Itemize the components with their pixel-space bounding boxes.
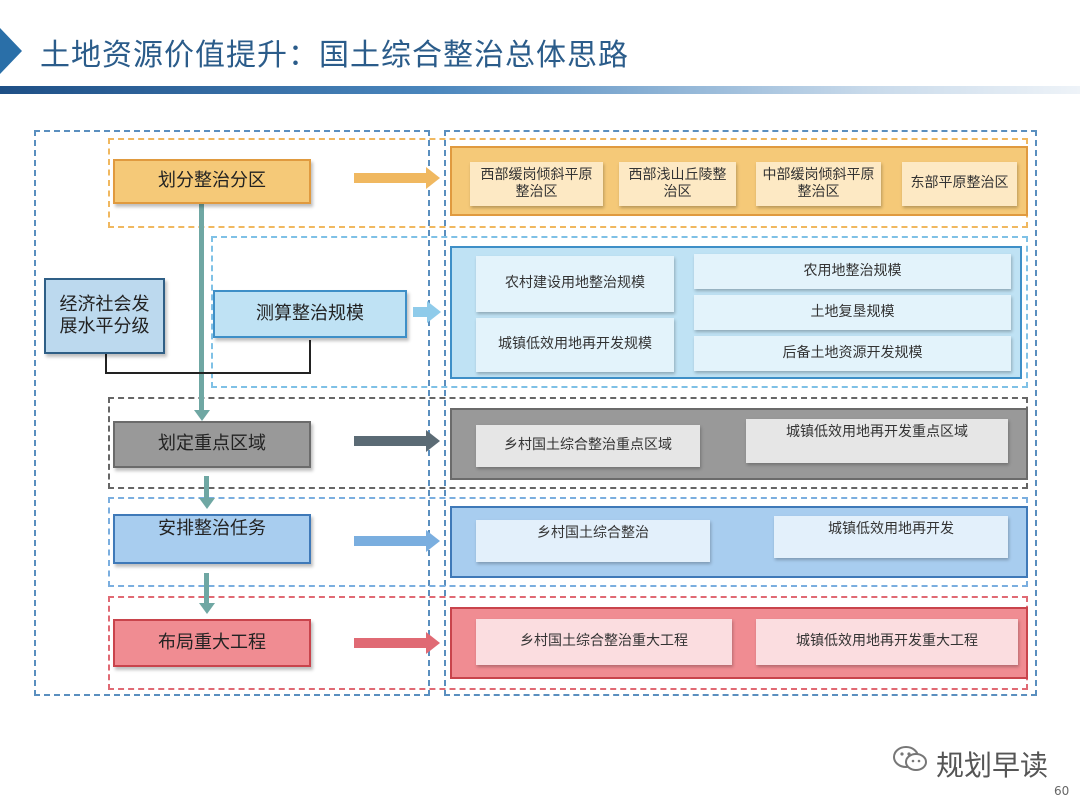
scale-farmland: 农用地整治规模 bbox=[694, 254, 1011, 289]
zone-central-gentle: 中部缓岗倾斜平原整治区 bbox=[756, 162, 881, 206]
econ-measure-connector bbox=[105, 340, 311, 374]
key-area-urban: 城镇低效用地再开发重点区域 bbox=[746, 419, 1008, 463]
project-rural: 乡村国土综合整治重大工程 bbox=[476, 619, 732, 665]
zone-east-plain: 东部平原整治区 bbox=[902, 162, 1017, 206]
arrow-key-area bbox=[354, 430, 440, 452]
step-zoning: 划分整治分区 bbox=[113, 159, 311, 204]
step-measure: 测算整治规模 bbox=[213, 290, 407, 338]
right-frame bbox=[444, 130, 1037, 696]
flow-line-keyarea-tasks bbox=[204, 476, 209, 498]
title-underline bbox=[0, 86, 1080, 94]
page-title: 土地资源价值提升：国土综合整治总体思路 bbox=[40, 38, 629, 73]
key-area-rural: 乡村国土综合整治重点区域 bbox=[476, 425, 700, 467]
scale-rural-construction: 农村建设用地整治规模 bbox=[476, 256, 674, 312]
project-urban: 城镇低效用地再开发重大工程 bbox=[756, 619, 1018, 665]
step-projects: 布局重大工程 bbox=[113, 619, 311, 667]
flow-line-zoning-keyarea bbox=[199, 204, 204, 410]
flow-arrowhead bbox=[199, 603, 215, 614]
zone-west-gentle: 西部缓岗倾斜平原整治区 bbox=[470, 162, 603, 206]
flow-line-tasks-projects bbox=[204, 573, 209, 603]
arrow-measure bbox=[413, 301, 441, 323]
arrow-zoning bbox=[354, 167, 440, 189]
step-key-area: 划定重点区域 bbox=[113, 421, 311, 468]
flow-arrowhead bbox=[194, 410, 210, 421]
flow-arrowhead bbox=[199, 498, 215, 509]
row-measure-frame bbox=[211, 236, 1028, 388]
wechat-logo-icon bbox=[893, 746, 927, 771]
zone-west-hills: 西部浅山丘陵整治区 bbox=[619, 162, 736, 206]
arrow-tasks bbox=[354, 530, 440, 552]
scale-reserve-land: 后备土地资源开发规模 bbox=[694, 336, 1011, 371]
scale-reclamation: 土地复垦规模 bbox=[694, 295, 1011, 330]
brand-name: 规划早读 bbox=[936, 749, 1049, 782]
arrow-projects bbox=[354, 632, 440, 654]
title-marker bbox=[0, 28, 22, 74]
step-econ-level: 经济社会发展水平分级 bbox=[44, 278, 165, 354]
task-urban: 城镇低效用地再开发 bbox=[774, 516, 1008, 558]
page-number: 60 bbox=[1054, 784, 1070, 798]
task-rural: 乡村国土综合整治 bbox=[476, 520, 710, 562]
step-tasks: 安排整治任务 bbox=[113, 514, 311, 564]
outer-frame bbox=[34, 130, 430, 696]
scale-urban-lowefficiency: 城镇低效用地再开发规模 bbox=[476, 318, 674, 372]
